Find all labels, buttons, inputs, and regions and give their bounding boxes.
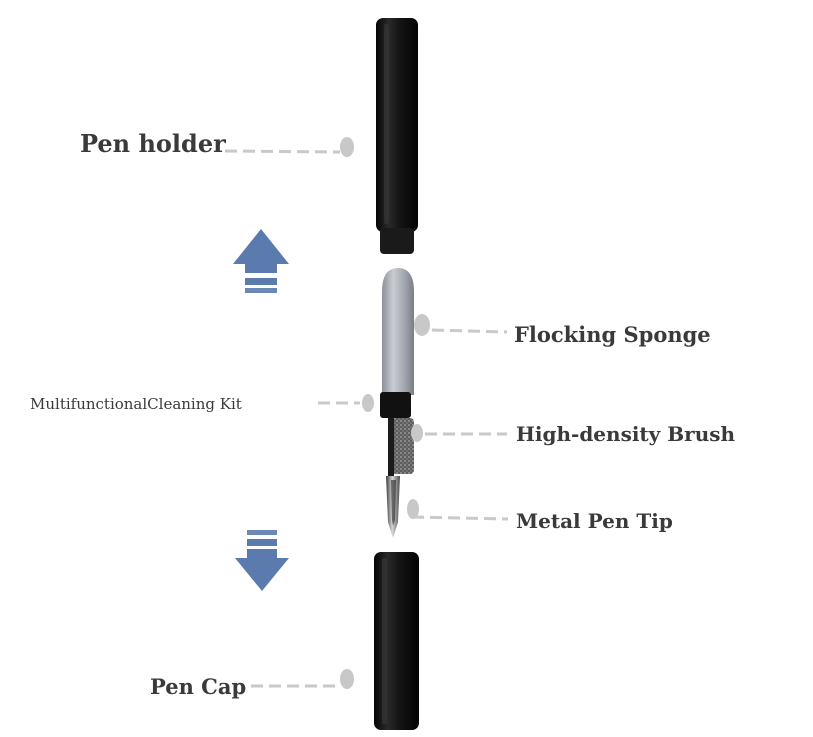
pen-cap-part [374,552,419,730]
label-pen-cap: Pen Cap [150,674,246,699]
label-flocking-sponge: Flocking Sponge [514,322,711,347]
label-pen-holder: Pen holder [80,129,226,158]
leader-pen-cap [251,669,354,689]
pen-holder-part [376,18,418,254]
sponge-shape [382,268,414,395]
arrow-down-icon [235,530,289,591]
label-brush: High-density Brush [516,422,735,446]
arrow-up-icon [233,229,289,293]
label-cleaning-kit: MultifunctionalCleaning Kit [30,395,242,413]
leader-flocking-sponge [414,314,508,336]
leader-brush [411,424,507,442]
collar-shape [380,392,411,418]
leader-pen-holder [224,137,354,157]
leader-cleaning-kit [318,394,374,412]
label-metal-tip: Metal Pen Tip [516,509,673,533]
cleaning-kit-part [380,268,414,538]
brush-shape [392,418,414,474]
leader-metal-tip [407,499,509,521]
